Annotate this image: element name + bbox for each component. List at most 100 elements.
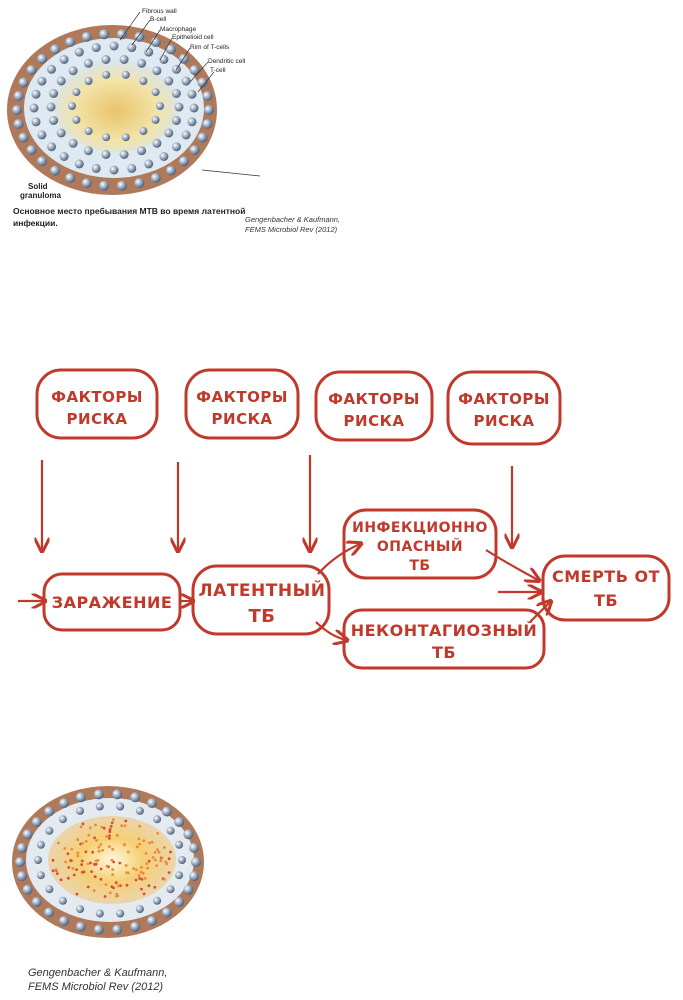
infectious-label-line-3: ТБ [409,558,430,574]
cell [47,64,56,74]
bacterium [143,877,147,880]
cell [15,857,25,867]
cell [56,76,66,86]
bacterium [138,842,142,846]
risk-4-line-1: ФАКТОРЫ [458,390,550,408]
bacterium [93,836,96,840]
cell [127,163,137,173]
bacterium [57,841,60,845]
cell [26,145,37,155]
cell [102,70,111,79]
cell [84,127,93,135]
cell [175,871,184,880]
cell [99,180,110,191]
bacterium [126,850,130,854]
label-b-cell: B-cell [150,16,167,23]
bacterium [146,866,150,870]
bacterium [99,843,103,846]
bacterium [135,845,139,849]
bacterium [94,823,97,827]
label-rim-of-t-cells: Rim of T-cells [190,44,230,51]
bacterium [59,878,63,882]
cell [178,156,189,167]
risk-2-line-2: РИСКА [212,410,273,428]
bacterium [151,856,155,859]
flow-arrows [18,455,550,640]
bacterium [93,875,97,879]
bacterium [148,841,151,845]
bacterium [80,859,84,863]
bacterium [116,894,120,898]
cell [174,817,185,827]
risk-4-line-2: РИСКА [474,412,535,430]
cell [164,128,174,138]
cell [147,915,157,926]
caption-line-1: Основное место пребывания МТВ во время л… [13,206,245,216]
cell [59,55,69,64]
bacterium [99,867,103,871]
caption-line-2: инфекции. [13,218,58,228]
cell [189,65,200,75]
cell [45,885,54,894]
bacterium [108,891,112,895]
bacterium [159,859,163,863]
bacterium [163,846,166,849]
risk-1-line-1: ФАКТОРЫ [51,388,143,406]
cell [26,65,37,75]
cell [202,119,213,129]
death-label-line-1: СМЕРТЬ ОТ [552,567,660,586]
label-t-cell: T-cell [210,67,226,74]
cell [191,857,201,867]
cell [29,103,39,113]
cell [166,826,175,835]
bacterium [100,825,104,829]
label-fibrous-wall: Fibrous wall [142,8,177,15]
granuloma-labels: Fibrous wall B-cell Macrophage Epithelio… [13,8,340,234]
bacterium [108,830,112,834]
cell [72,88,81,97]
cell [112,789,123,800]
bacterium [64,860,68,864]
cell [18,77,29,88]
bacterium [153,851,157,854]
cell [174,102,184,112]
bacterium [112,860,116,864]
bacterium [92,889,96,893]
cell [101,55,111,64]
cell [151,88,160,97]
bacterium [132,867,136,870]
granuloma-leader-lines [119,11,261,177]
cell [56,128,66,138]
bacterium [87,833,91,837]
bacterium [141,871,145,875]
cell [49,89,59,98]
bacterium [147,859,151,863]
cell [31,89,41,99]
cell [156,102,164,110]
infection-label: ЗАРАЖЕНИЕ [52,593,173,612]
bacterium [138,877,142,880]
cell [135,905,144,914]
cell [37,130,47,140]
cell [68,102,76,110]
cell [161,907,172,918]
cell [116,29,127,40]
cell [31,117,41,127]
cell [95,802,104,811]
bacterium [135,868,138,872]
cell [137,58,147,68]
bacterium [84,850,88,854]
cell [161,806,172,817]
cell [204,105,214,115]
bacterium [103,895,107,898]
cell [171,116,181,125]
bacterium [55,872,59,875]
cell [93,789,104,800]
cell [81,31,92,42]
cell [189,842,200,853]
cell [153,815,162,824]
cell [150,173,161,183]
label-dendritic-cell: Dendritic cell [208,58,246,65]
cell [31,897,42,907]
bacterium [67,866,71,869]
